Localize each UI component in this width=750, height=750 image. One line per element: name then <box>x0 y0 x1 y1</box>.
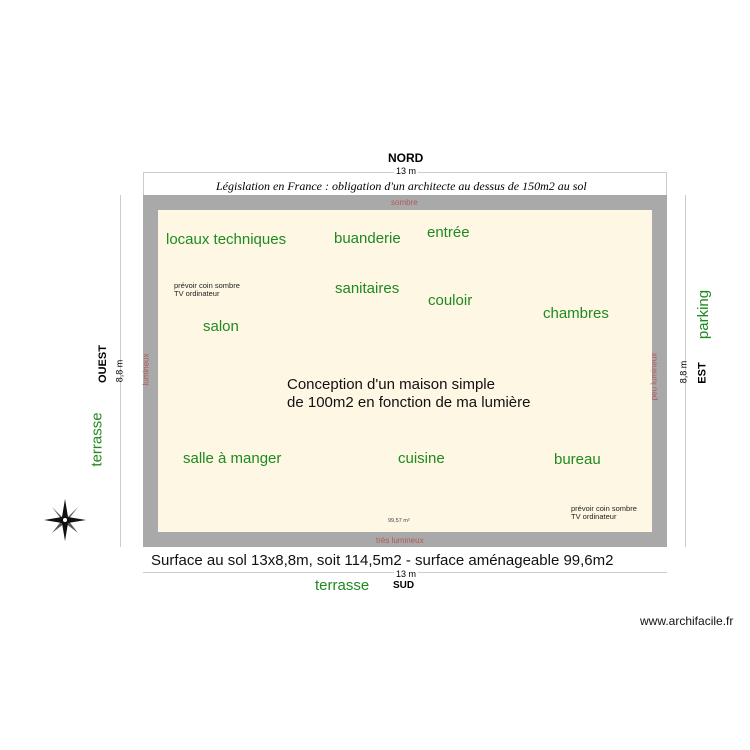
room-salon: salon <box>203 318 239 335</box>
outside-south: terrasse <box>315 577 370 594</box>
west-label: OUEST <box>96 345 109 383</box>
legislation-note: Législation en France : obligation d'un … <box>216 179 587 193</box>
watermark: www.archifacile.fr <box>640 614 734 628</box>
surface-text: Surface au sol 13x8,8m, soit 114,5m2 - s… <box>151 552 614 569</box>
dimension-tick <box>143 172 144 195</box>
north-label: NORD <box>388 151 424 165</box>
room-bureau: bureau <box>554 451 601 468</box>
dimension-line-right <box>685 195 686 547</box>
dimension-tick <box>666 172 667 195</box>
dimension-right: 8,8 m <box>678 360 689 384</box>
dimension-top: 13 m <box>394 166 419 176</box>
room-buanderie: buanderie <box>334 230 401 247</box>
light-east: peu lumineux <box>649 352 659 401</box>
dimension-line-left <box>120 195 121 547</box>
light-west: lumineux <box>141 353 151 386</box>
note-dark-corner-1: prévoir coin sombre TV ordinateur <box>174 281 240 298</box>
east-label: EST <box>696 362 709 384</box>
dimension-left: 8,8 m <box>114 359 125 383</box>
room-salle-a-manger: salle à manger <box>183 450 282 467</box>
outside-west: terrasse <box>88 412 106 467</box>
south-label: SUD <box>393 580 415 591</box>
room-sanitaires: sanitaires <box>335 280 400 297</box>
room-locaux-techniques: locaux techniques <box>166 231 287 248</box>
light-south: très lumineux <box>376 536 424 545</box>
dimension-bottom: 13 m <box>394 569 419 579</box>
outside-east: parking <box>695 289 713 340</box>
center-text-1: Conception d'un maison simple <box>287 376 495 393</box>
room-chambres: chambres <box>543 305 609 322</box>
room-cuisine: cuisine <box>398 450 445 467</box>
room-entree: entrée <box>427 224 470 241</box>
light-north: sombre <box>391 198 418 207</box>
area-label: 99,57 m² <box>388 518 410 524</box>
floor-area <box>158 210 652 532</box>
room-couloir: couloir <box>428 292 473 309</box>
compass-rose-icon <box>44 499 86 541</box>
center-text-2: de 100m2 en fonction de ma lumière <box>287 394 531 411</box>
note-dark-corner-2: prévoir coin sombre TV ordinateur <box>571 504 637 521</box>
